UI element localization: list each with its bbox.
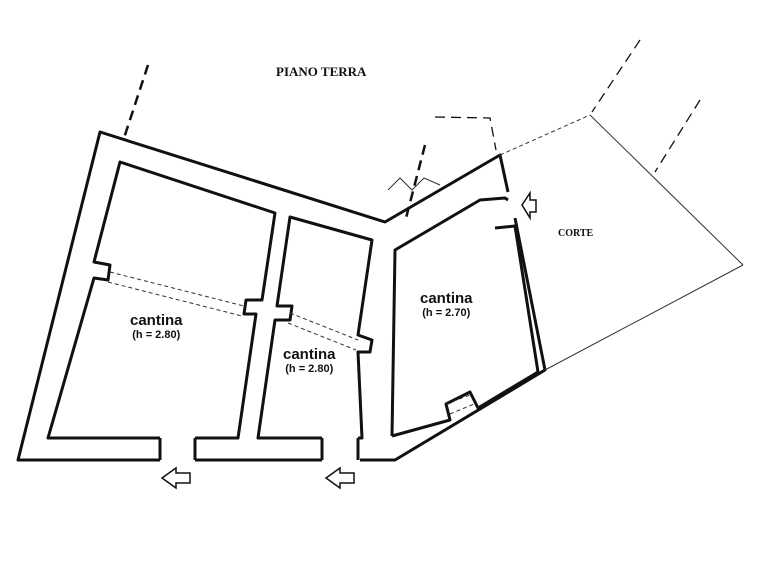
entrance-arrow-icon bbox=[324, 466, 355, 490]
room-label-cantina-left: cantina (h = 2.80) bbox=[130, 312, 183, 341]
entrance-arrow-icon bbox=[521, 190, 537, 221]
court-label: CORTE bbox=[558, 228, 594, 239]
outer-wall-right bbox=[360, 217, 547, 462]
room-height: (h = 2.80) bbox=[132, 329, 181, 341]
room-left-wall bbox=[46, 160, 277, 440]
plan-title: PIANO TERRA bbox=[276, 64, 367, 79]
room-height: (h = 2.70) bbox=[422, 307, 471, 319]
room-middle-wall bbox=[256, 215, 374, 440]
room-label-cantina-right: cantina (h = 2.70) bbox=[420, 290, 473, 319]
room-name: cantina bbox=[420, 290, 473, 307]
entrance-arrows bbox=[160, 190, 537, 490]
room-right-wall bbox=[390, 196, 509, 437]
outer-wall bbox=[16, 130, 510, 462]
room-name: cantina bbox=[130, 312, 183, 329]
room-right-wall-2 bbox=[391, 224, 540, 438]
room-height: (h = 2.80) bbox=[285, 363, 334, 375]
room-name: cantina bbox=[283, 346, 336, 363]
room-label-cantina-middle: cantina (h = 2.80) bbox=[283, 346, 336, 375]
entrance-arrow-icon bbox=[160, 466, 191, 490]
